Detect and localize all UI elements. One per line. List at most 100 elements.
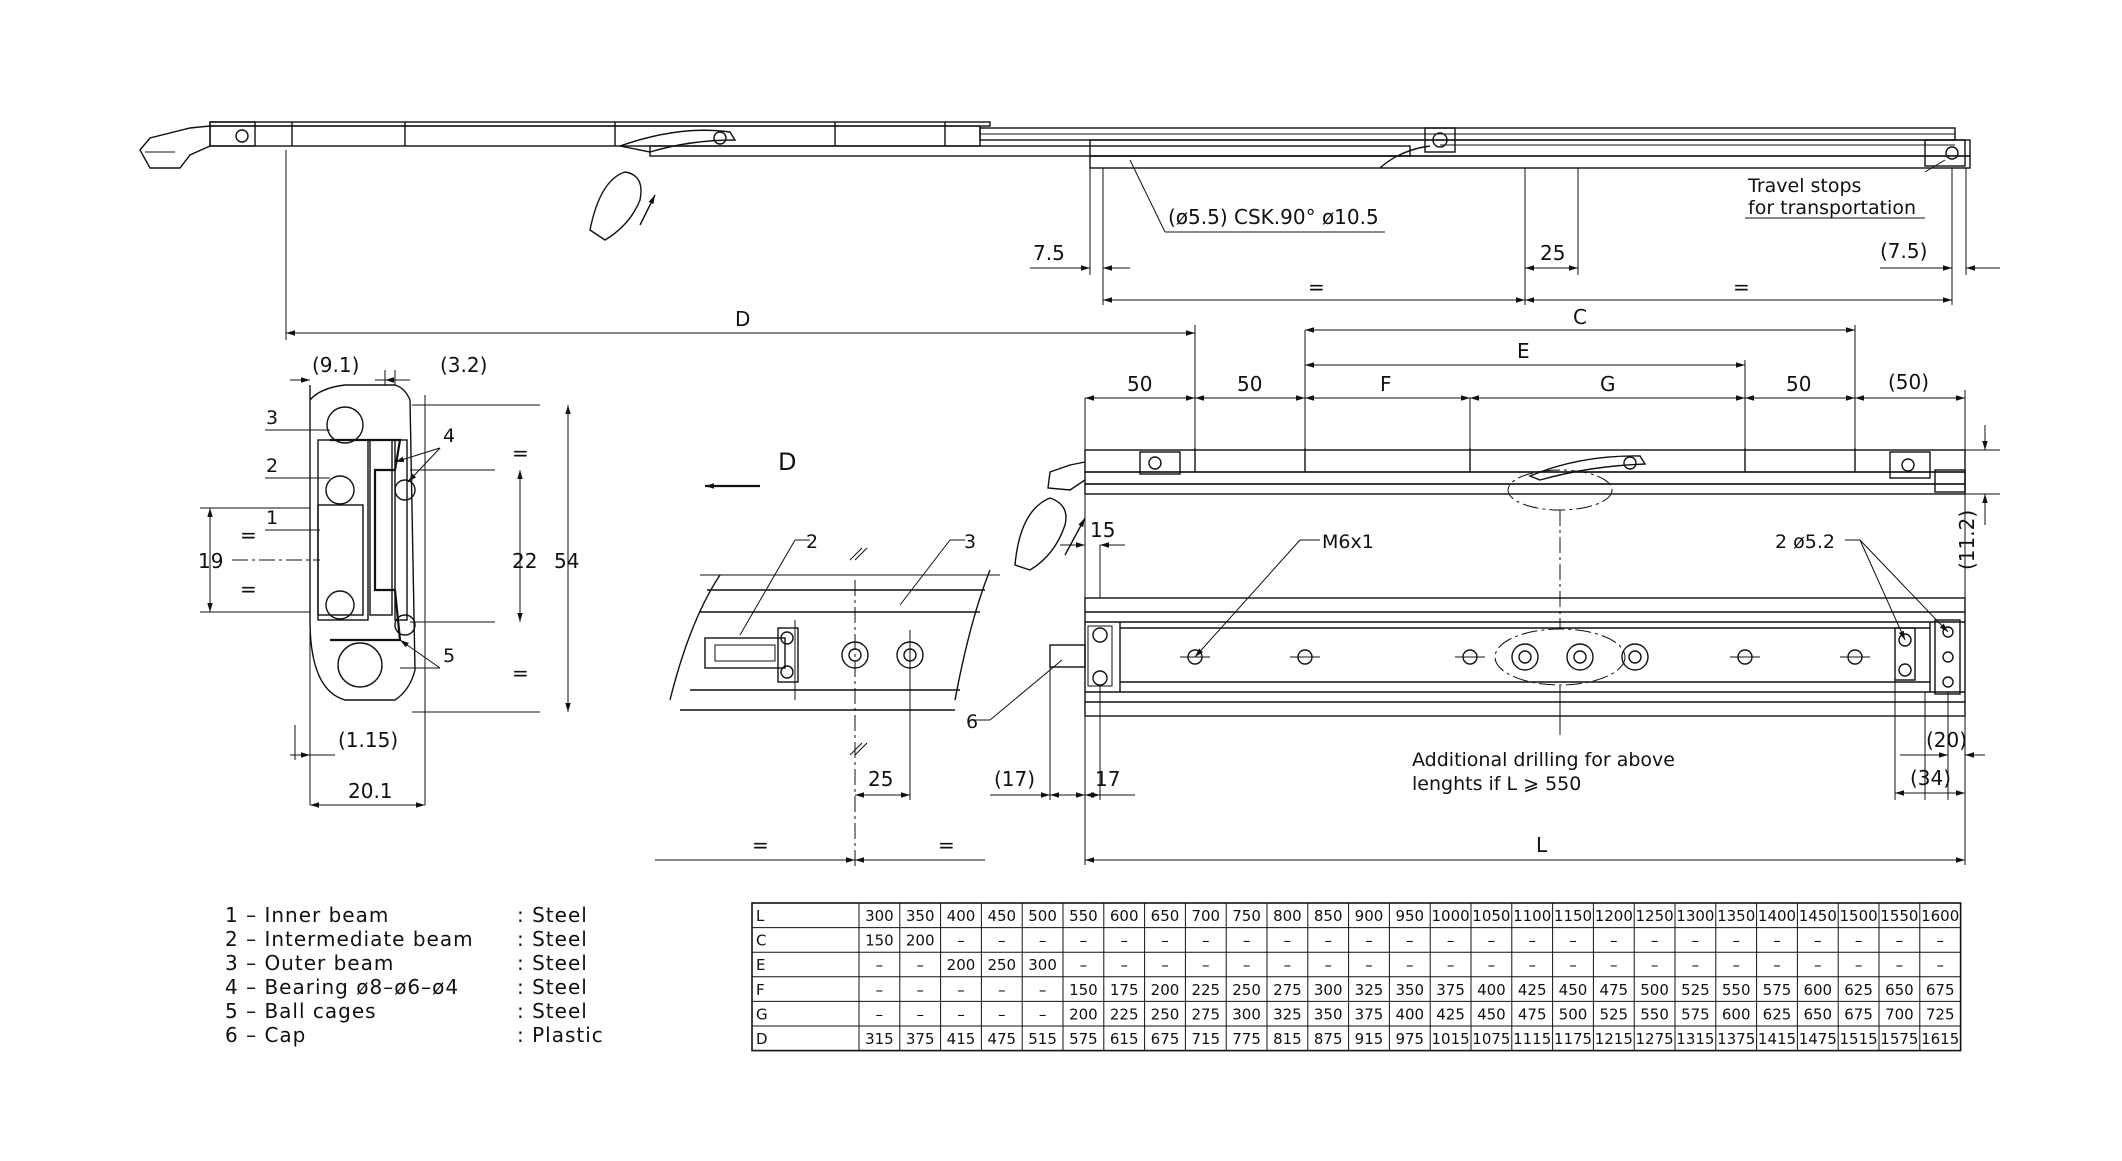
table-cell: 700	[1885, 1005, 1914, 1023]
table-cell: 600	[1110, 907, 1139, 925]
legend-material-3: : Steel	[517, 951, 588, 975]
callout-1: 1	[266, 507, 278, 529]
legend-item-2: 2 – Intermediate beam	[225, 927, 474, 951]
dim-19: 19	[198, 549, 223, 573]
table-cell: 1015	[1432, 1030, 1470, 1048]
table-cell: 850	[1314, 907, 1343, 925]
table-cell: 675	[1844, 1005, 1873, 1023]
table-cell: 350	[1395, 981, 1424, 999]
table-cell: 650	[1803, 1005, 1832, 1023]
table-cell: 150	[1069, 981, 1098, 999]
table-cell: –	[957, 932, 965, 950]
table-cell: –	[1324, 956, 1332, 974]
table-cell: 475	[1599, 981, 1628, 999]
table-cell: 1415	[1758, 1030, 1796, 1048]
callout-2: 2	[266, 455, 278, 477]
table-cell: –	[1365, 932, 1373, 950]
table-cell: 675	[1151, 1030, 1180, 1048]
table-cell: –	[1161, 932, 1169, 950]
table-cell: –	[916, 981, 924, 999]
table-cell: 1315	[1676, 1030, 1714, 1048]
dim-34: (34)	[1910, 766, 1951, 790]
table-cell: 425	[1436, 1005, 1465, 1023]
table-cell: 325	[1273, 1005, 1302, 1023]
side-view-retracted: C E 50 50 F G 50 (50) (11.2)	[1014, 305, 2000, 865]
top-extended-view: (ø5.5) CSK.90° ø10.5 Travel stops for tr…	[139, 121, 2000, 455]
holes-label: 2 ø5.2	[1775, 531, 1835, 553]
table-cell: 475	[987, 1030, 1016, 1048]
table-cell: 415	[947, 1030, 976, 1048]
table-cell: 1515	[1840, 1030, 1878, 1048]
dim-L: L	[1536, 833, 1548, 857]
table-cell: –	[1569, 932, 1577, 950]
table-cell: 375	[1436, 981, 1465, 999]
legend-item-1: 1 – Inner beam	[225, 903, 389, 927]
dim-54-eq-2: =	[512, 661, 529, 685]
table-cell: –	[876, 956, 884, 974]
table-cell: 475	[1518, 1005, 1547, 1023]
table-cell: 725	[1926, 1005, 1955, 1023]
table-cell: 275	[1273, 981, 1302, 999]
table-cell: –	[1569, 956, 1577, 974]
table-cell: 1150	[1554, 907, 1592, 925]
legend-material-1: : Steel	[517, 903, 588, 927]
dim-equal-2: =	[1733, 275, 1750, 299]
table-cell: 525	[1599, 1005, 1628, 1023]
table-cell: 1550	[1880, 907, 1918, 925]
table-cell: –	[1284, 932, 1292, 950]
table-cell: –	[1039, 932, 1047, 950]
callout-2-detail: 2	[806, 531, 818, 553]
table-cell: 1215	[1595, 1030, 1633, 1048]
detail-view: 2 3 25 = =	[655, 531, 1000, 870]
dim-equal-3: =	[752, 833, 769, 857]
table-cell: –	[1692, 932, 1700, 950]
dim-20: (20)	[1926, 728, 1967, 752]
table-cell: 625	[1844, 981, 1873, 999]
table-cell: 500	[1559, 1005, 1588, 1023]
table-cell: 1450	[1799, 907, 1837, 925]
table-cell: 550	[1722, 981, 1751, 999]
table-row-label: E	[756, 956, 765, 974]
table-cell: 400	[1395, 1005, 1424, 1023]
table-cell: 315	[865, 1030, 894, 1048]
table-cell: –	[1161, 956, 1169, 974]
table-cell: –	[876, 1005, 884, 1023]
table-cell: 450	[1477, 1005, 1506, 1023]
table-cell: 500	[1028, 907, 1057, 925]
table-cell: –	[957, 981, 965, 999]
table-cell: –	[1732, 956, 1740, 974]
table-cell: –	[1488, 932, 1496, 950]
dim-50-ref: (50)	[1888, 370, 1929, 394]
table-row-label: G	[756, 1005, 768, 1023]
table-cell: 350	[1314, 1005, 1343, 1023]
dim-20-1: 20.1	[348, 779, 393, 803]
table-cell: –	[998, 981, 1006, 999]
table-cell: 600	[1722, 1005, 1751, 1023]
callout-3-detail: 3	[964, 531, 976, 553]
table-cell: 975	[1395, 1030, 1424, 1048]
dim-equal-1: =	[1308, 275, 1325, 299]
dim-G: G	[1600, 372, 1616, 396]
dim-11-2: (11.2)	[1955, 510, 1979, 570]
table-cell: 450	[987, 907, 1016, 925]
table-cell: –	[1039, 1005, 1047, 1023]
legend-item-5: 5 – Ball cages	[225, 999, 377, 1023]
legend-material-2: : Steel	[517, 927, 588, 951]
table-cell: –	[1692, 956, 1700, 974]
table-cell: 1615	[1921, 1030, 1959, 1048]
table-cell: –	[1610, 932, 1618, 950]
table-cell: 750	[1232, 907, 1261, 925]
table-cell: 515	[1028, 1030, 1057, 1048]
table-cell: –	[1447, 956, 1455, 974]
table-cell: 1375	[1717, 1030, 1755, 1048]
table-cell: 915	[1355, 1030, 1384, 1048]
dim-7-5: 7.5	[1033, 241, 1065, 265]
table-cell: 615	[1110, 1030, 1139, 1048]
table-cell: –	[1080, 956, 1088, 974]
legend-item-6: 6 – Cap	[225, 1023, 306, 1047]
csk-hole-label: (ø5.5) CSK.90° ø10.5	[1168, 205, 1379, 229]
dim-22: 22	[512, 549, 537, 573]
dim-19-eq-2: =	[240, 577, 257, 601]
table-cell: 575	[1681, 1005, 1710, 1023]
